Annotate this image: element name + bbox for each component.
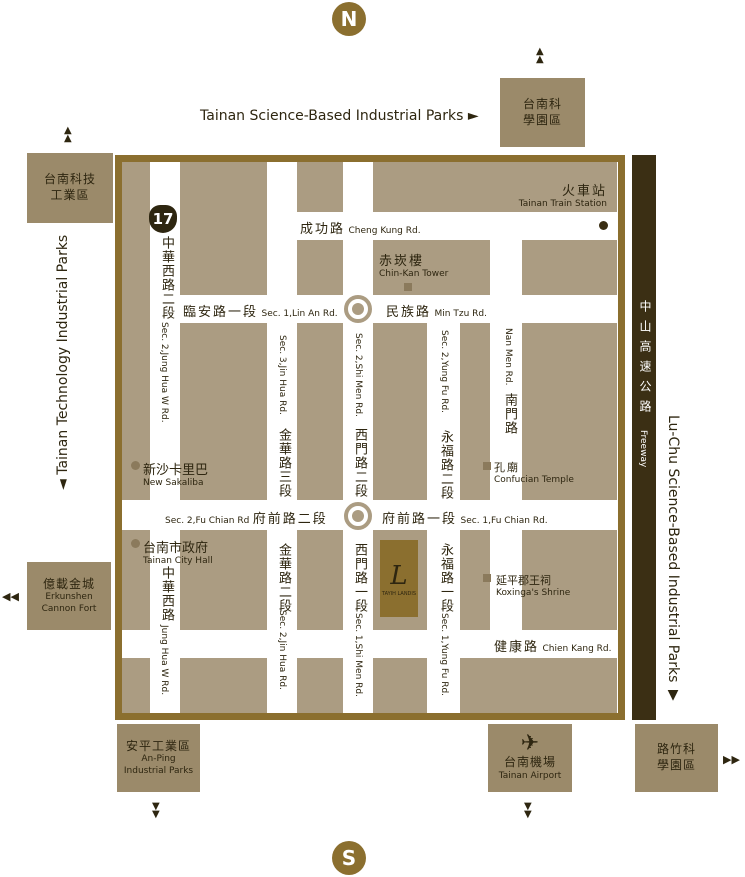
- landmark-square-icon: [404, 283, 412, 291]
- south-compass: S: [332, 841, 366, 875]
- route-17-badge: 17: [149, 205, 177, 233]
- tech-park-box: 台南科技工業區: [27, 153, 113, 223]
- airplane-icon: ✈: [520, 731, 540, 757]
- science-park-box: 台南科學園區: [500, 78, 585, 147]
- train-station-label: 火車站 Tainan Train Station: [518, 184, 607, 209]
- north-compass: N: [332, 2, 366, 36]
- left-arrow-icon: ◀◀: [2, 590, 19, 603]
- landmark-dot-icon: [131, 539, 140, 548]
- down-arrow-icon: ▼▼: [152, 801, 160, 820]
- luzhu-direction-label: Lu-Chu Science-Based Industrial Parks ▼: [665, 415, 681, 703]
- city-hall-label: 台南市政府 Tainan City Hall: [143, 541, 213, 566]
- sakaliba-label: 新沙卡里巴 New Sakaliba: [143, 463, 209, 488]
- luzhu-box: 路竹科學園區: [635, 724, 718, 792]
- hotel-logo-icon: L: [390, 560, 408, 591]
- landmark-dot-icon: [131, 461, 140, 470]
- confucian-temple-label: 孔廟 Confucian Temple: [494, 461, 574, 485]
- up-arrow-icon: ▲▲: [536, 46, 544, 65]
- koxinga-shrine-label: 延平郡王祠 Koxinga's Shrine: [496, 574, 571, 598]
- hotel-marker: L TAYIH LANDIS: [380, 540, 418, 617]
- down-arrow-icon: ▼▼: [524, 801, 532, 820]
- chinkan-tower-label: 赤崁樓 Chin-Kan Tower: [379, 254, 449, 279]
- freeway-bar: 中山高速公路 Freeway: [632, 155, 656, 720]
- right-arrow-icon: ▶▶: [723, 753, 740, 766]
- roundabout-icon: [344, 295, 372, 323]
- train-station-dot-icon: [599, 221, 608, 230]
- science-park-direction-label: Tainan Science-Based Industrial Parks ►: [200, 108, 479, 124]
- landmark-square-icon: [483, 462, 491, 470]
- up-arrow-icon: ▲▲: [64, 125, 72, 144]
- tech-park-direction-label: ◄ Tainan Technology Industrial Parks: [55, 234, 71, 490]
- landmark-square-icon: [483, 574, 491, 582]
- roundabout-icon: [344, 502, 372, 530]
- street-grid: [122, 162, 617, 713]
